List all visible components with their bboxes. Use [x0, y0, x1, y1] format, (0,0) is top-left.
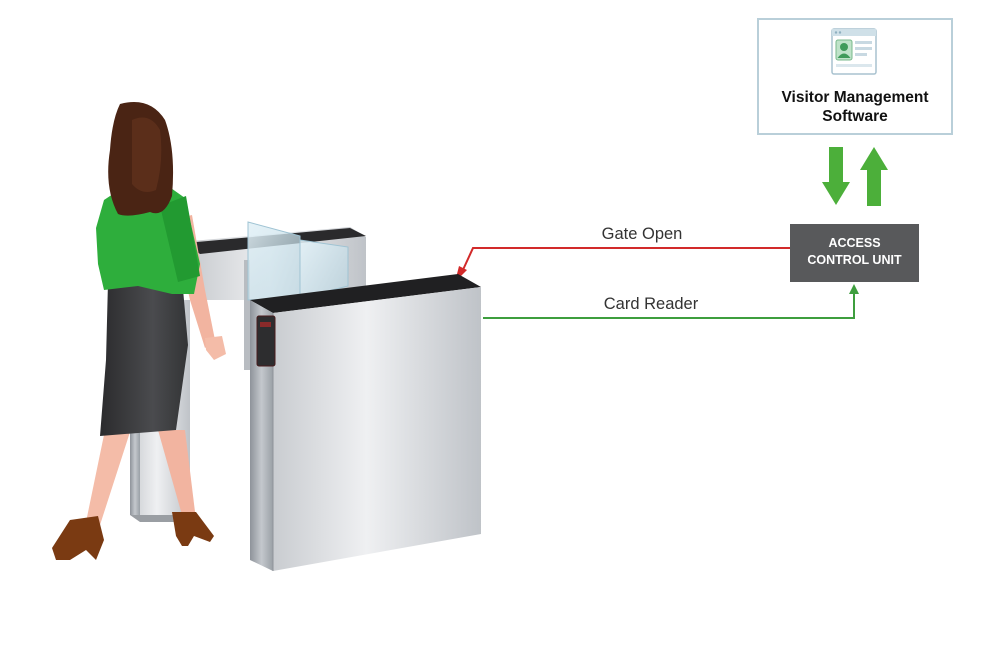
arrow-up-icon	[860, 147, 888, 206]
control-unit-line-1: ACCESS	[828, 236, 880, 250]
high-heel-front	[52, 516, 104, 560]
software-title-line-1: Visitor Management	[781, 89, 928, 106]
card-reader-device	[256, 315, 276, 367]
gate-open-connection: Gate Open	[455, 225, 790, 282]
sync-arrows	[822, 147, 888, 206]
woman-visitor	[52, 102, 226, 560]
visitor-management-software-box: Visitor Management Software	[757, 18, 953, 135]
software-title-line-2: Software	[822, 108, 888, 125]
glass-wings	[247, 221, 349, 301]
high-heel-back	[172, 512, 214, 546]
id-card-window-icon	[831, 28, 877, 75]
card-reader-label: Card Reader	[604, 295, 699, 313]
control-unit-line-2: CONTROL UNIT	[807, 253, 902, 267]
arrow-down-icon	[822, 147, 850, 205]
gate-open-label: Gate Open	[602, 225, 683, 243]
card-reader-connection: Card Reader	[483, 284, 859, 319]
access-control-unit: ACCESS CONTROL UNIT	[790, 224, 919, 282]
turnstile-front-cabinet	[250, 274, 481, 571]
card-reader-arrowhead	[849, 284, 859, 294]
